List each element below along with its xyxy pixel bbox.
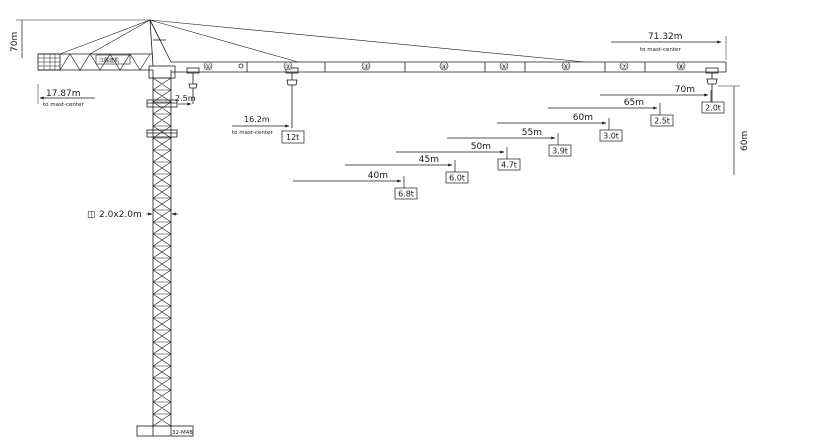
mast-section-label: 2.0x2.0m: [99, 210, 142, 220]
jib-section-marker: [561, 61, 571, 71]
load-capacity-box: [445, 171, 469, 184]
cab-label: 江麓建机: [99, 57, 119, 64]
load-capacity-box: [548, 144, 572, 157]
jib-ties: [59, 19, 586, 63]
trolley-min-radius: [186, 67, 200, 104]
jib-radius-note: to mast-center: [640, 47, 681, 53]
jib-section-numbers: ① ② ③ ④ ⑤ ⑥ ⑦ ⑧: [203, 61, 686, 71]
base-label: 32-M48: [172, 430, 193, 436]
load-capacity-box: [599, 129, 623, 142]
load-capacity-value: 2.5t: [654, 117, 670, 126]
mast-section-symbol: ◫: [87, 210, 96, 220]
load-chart: 40m 6.8t 45m 6.0t 50m 4.7t 55m 3.9t 60m 3.0t 65m 2.…: [368, 85, 725, 200]
trolley-max-load: [285, 67, 299, 128]
min-radius-label: 2.5m: [175, 94, 196, 103]
load-capacity-box: [394, 187, 418, 200]
jib-section-number: ①: [205, 63, 211, 71]
load-radius-label: 60m: [573, 113, 593, 123]
jib-section-number: ③: [363, 63, 369, 71]
jib-section-marker: [499, 61, 509, 71]
load-capacity-box: [497, 158, 521, 171]
jib-section-marker: [439, 61, 449, 71]
jib-section-number: ⑥: [563, 63, 569, 71]
height-label: 70m: [10, 32, 20, 52]
counter-jib-label: 17.87m: [46, 89, 81, 99]
load-capacity-value: 6.0t: [449, 174, 465, 183]
load-capacity-box: [650, 114, 674, 127]
max-load-radius-label: 16.2m: [244, 115, 270, 124]
jib-section-marker: [283, 61, 293, 71]
apex-tower: [149, 19, 172, 67]
load-radius-label: 45m: [419, 155, 439, 165]
load-chart-lines: [293, 90, 712, 188]
jib-section-number: ⑤: [501, 63, 507, 71]
slewing-unit: [146, 65, 178, 138]
counter-jib-note: to mast-center: [43, 102, 84, 108]
load-radius-label: 50m: [471, 142, 491, 152]
jib-radius-label: 71.32m: [648, 32, 683, 42]
load-radius-label: 70m: [675, 85, 695, 95]
load-capacity-value: 4.7t: [501, 161, 517, 170]
jib-section-number: ④: [441, 63, 447, 71]
tower-base: [136, 425, 194, 437]
load-radius-label: 40m: [368, 171, 388, 181]
jib-section-marker: [361, 61, 371, 71]
jib-section-marker: [203, 61, 213, 71]
load-capacity-value: 6.8t: [398, 190, 414, 199]
load-capacity-value: 2.0t: [705, 104, 721, 113]
hook-height-label: 60m: [740, 131, 750, 151]
jib-section-number: ⑦: [621, 63, 627, 71]
svg-text:12t: 12t: [286, 133, 299, 142]
trolley-jib-end: [705, 67, 719, 104]
cab-icon: [238, 63, 244, 69]
jib-section-number: ②: [285, 63, 291, 71]
max-load-box: 12t: [281, 130, 305, 144]
load-capacity-box: [701, 101, 725, 114]
main-jib: [171, 61, 727, 73]
load-capacity-value: 3.9t: [552, 147, 568, 156]
jib-section-number: ⑧: [678, 63, 684, 71]
load-radius-label: 65m: [624, 98, 644, 108]
load-radius-label: 55m: [522, 128, 542, 138]
jib-section-marker: [676, 61, 686, 71]
load-capacity-value: 3.0t: [603, 132, 619, 141]
max-load-radius-note: to mast-center: [232, 130, 273, 136]
jib-section-marker: [619, 61, 629, 71]
counter-jib: [37, 53, 153, 71]
tower-mast: [152, 70, 172, 427]
